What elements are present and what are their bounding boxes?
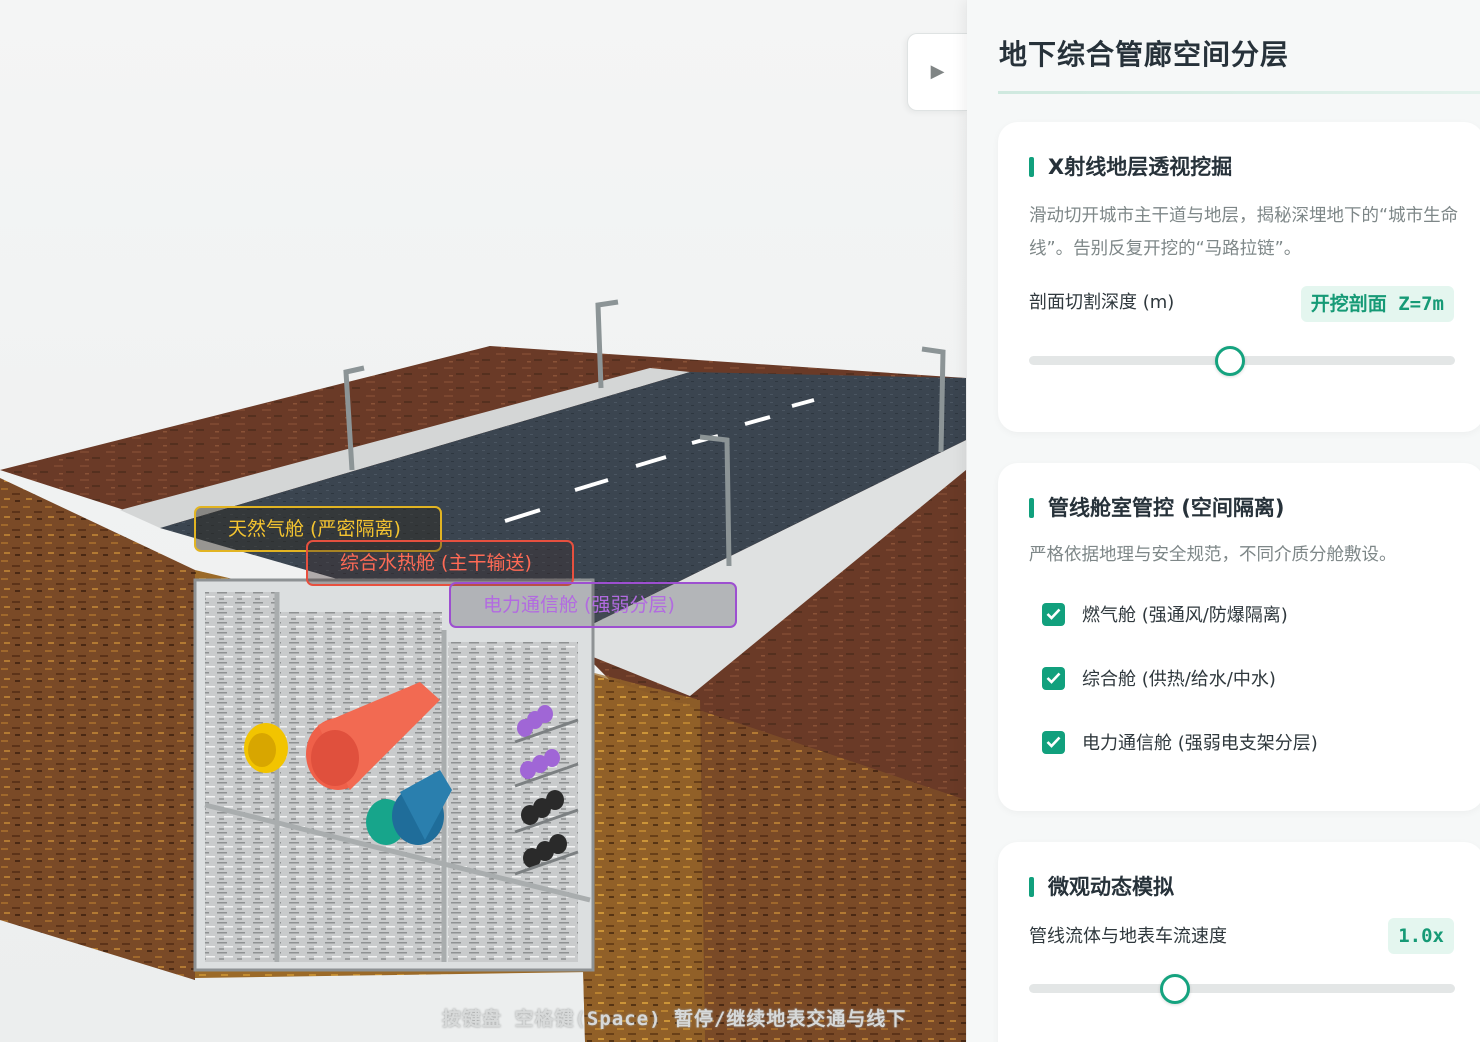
check-icon — [1046, 608, 1061, 620]
3d-viewport[interactable]: 天然气舱 (严密隔离) 综合水热舱 (主干输送) 电力通信舱 (强弱分层) 按键… — [0, 0, 966, 1042]
depth-slider-thumb[interactable] — [1215, 346, 1246, 376]
cable-tray-bottom — [521, 790, 567, 868]
simulation-heading: 微观动态模拟 — [1029, 872, 1174, 902]
power-cabin-toggle[interactable]: 电力通信舱 (强弱电支架分层) — [1042, 729, 1318, 755]
check-icon — [1046, 736, 1061, 748]
utility-tunnel-scene[interactable] — [0, 0, 966, 1042]
speed-slider-track[interactable] — [1029, 984, 1455, 993]
integrated-cabin-toggle[interactable]: 综合舱 (供热/给水/中水) — [1042, 665, 1276, 691]
panel-toggle-button[interactable]: ▶ — [907, 33, 967, 111]
speed-badge: 1.0x — [1388, 918, 1454, 954]
xray-description: 滑动切开城市主干道与地层，揭秘深埋地下的“城市生命线”。告别反复开挖的“马路拉链… — [1029, 206, 1459, 259]
panel-title: 地下综合管廊空间分层 — [999, 38, 1290, 71]
soil-front-face — [0, 478, 195, 980]
gas-cabin-wall — [205, 592, 275, 962]
cabin-description: 严格依据地理与安全规范，不同介质分舱敷设。 — [1029, 545, 1397, 565]
depth-slider[interactable] — [1029, 345, 1455, 376]
xray-heading: X射线地层透视挖掘 — [1029, 152, 1232, 182]
keyboard-hint: 按键盘 空格键(Space) 暂停/继续地表交通与线下 — [442, 1008, 907, 1030]
checkbox-label: 综合舱 (供热/给水/中水) — [1082, 669, 1276, 690]
checkbox[interactable] — [1042, 730, 1065, 754]
depth-badge: 开挖剖面 Z=7m — [1300, 286, 1454, 322]
lane-markings — [504, 398, 815, 523]
gas-cabin-toggle[interactable]: 燃气舱 (强通风/防爆隔离) — [1042, 601, 1288, 627]
street-lamps — [343, 299, 946, 567]
speed-slider-label: 管线流体与地表车流速度 — [1029, 926, 1227, 947]
simulation-card: 微观动态模拟 管线流体与地表车流速度 1.0x — [998, 842, 1480, 1042]
checkbox-label: 电力通信舱 (强弱电支架分层) — [1082, 733, 1318, 754]
sidewalk-right — [556, 440, 966, 696]
speed-slider[interactable] — [1029, 973, 1455, 1004]
sidewalk-left — [120, 368, 690, 528]
xray-card: X射线地层透视挖掘 滑动切开城市主干道与地层，揭秘深埋地下的“城市生命线”。告别… — [998, 122, 1480, 432]
control-panel: 地下综合管廊空间分层 X射线地层透视挖掘 滑动切开城市主干道与地层，揭秘深埋地下… — [967, 0, 1480, 1042]
cable-tray-top — [517, 705, 560, 779]
speed-slider-thumb[interactable] — [1159, 974, 1190, 1004]
depth-slider-label: 剖面切割深度 (m) — [1029, 292, 1175, 313]
cabin-heading: 管线舱室管控 (空间隔离) — [1029, 493, 1285, 523]
checkbox-label: 燃气舱 (强通风/防爆隔离) — [1082, 605, 1288, 626]
gas-cabin-tag: 天然气舱 (严密隔离) — [194, 506, 442, 552]
title-divider — [998, 91, 1480, 94]
check-icon — [1046, 672, 1061, 684]
checkbox[interactable] — [1042, 666, 1065, 690]
water-cabin-tag: 综合水热舱 (主干输送) — [306, 540, 574, 586]
cabin-card: 管线舱室管控 (空间隔离) 严格依据地理与安全规范，不同介质分舱敷设。 燃气舱 … — [998, 463, 1480, 811]
play-icon: ▶ — [930, 61, 945, 82]
road-surface — [160, 372, 966, 642]
checkbox[interactable] — [1042, 602, 1065, 626]
power-cabin-tag: 电力通信舱 (强弱分层) — [449, 582, 737, 628]
